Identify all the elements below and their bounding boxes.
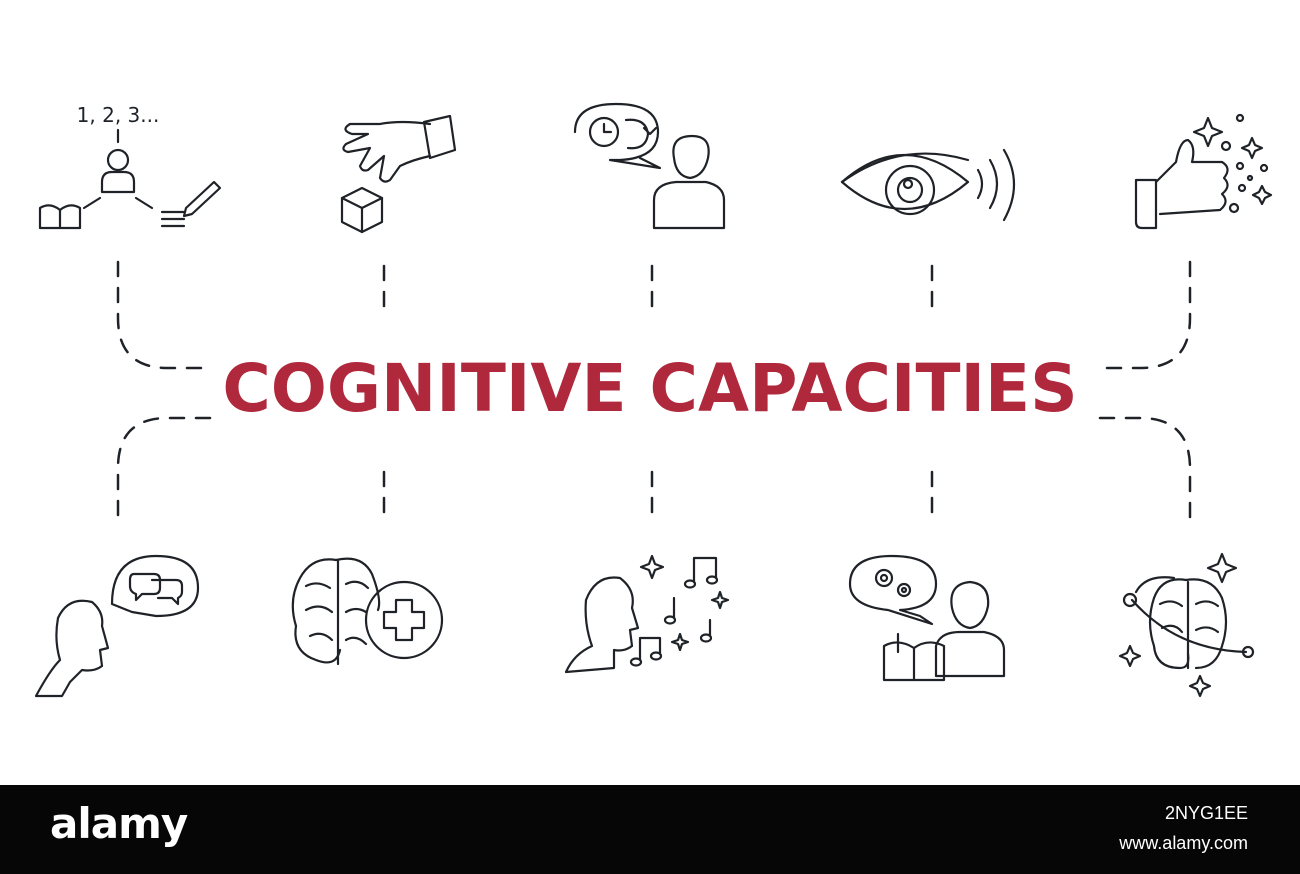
counting-label: 1, 2, 3... xyxy=(77,103,160,127)
thumbs-up-sparkle-icon xyxy=(1134,113,1273,230)
counting-person-icon: 1, 2, 3... xyxy=(38,103,222,230)
hand-picking-cube-icon xyxy=(340,114,457,234)
icon-artwork: 1, 2, 3... xyxy=(34,102,1273,698)
footer-bar: alamy 2NYG1EE www.alamy.com xyxy=(0,785,1300,874)
person-speech-bubble-icon xyxy=(34,554,200,698)
brain-plus-icon xyxy=(291,557,444,666)
person-gears-book-icon xyxy=(848,554,1006,682)
brand-logo: alamy xyxy=(50,799,188,848)
eye-perception-icon xyxy=(840,148,1015,222)
main-title: COGNITIVE CAPACITIES xyxy=(222,350,1078,427)
connector-lines xyxy=(116,260,1192,524)
person-music-notes-icon xyxy=(564,554,730,674)
image-id: 2NYG1EE xyxy=(1164,803,1248,823)
site-url: www.alamy.com xyxy=(1119,833,1248,853)
infographic: 1, 2, 3... xyxy=(34,102,1273,698)
brain-orbit-sparkle-icon xyxy=(1118,552,1255,698)
person-thinking-time-icon xyxy=(573,102,726,230)
